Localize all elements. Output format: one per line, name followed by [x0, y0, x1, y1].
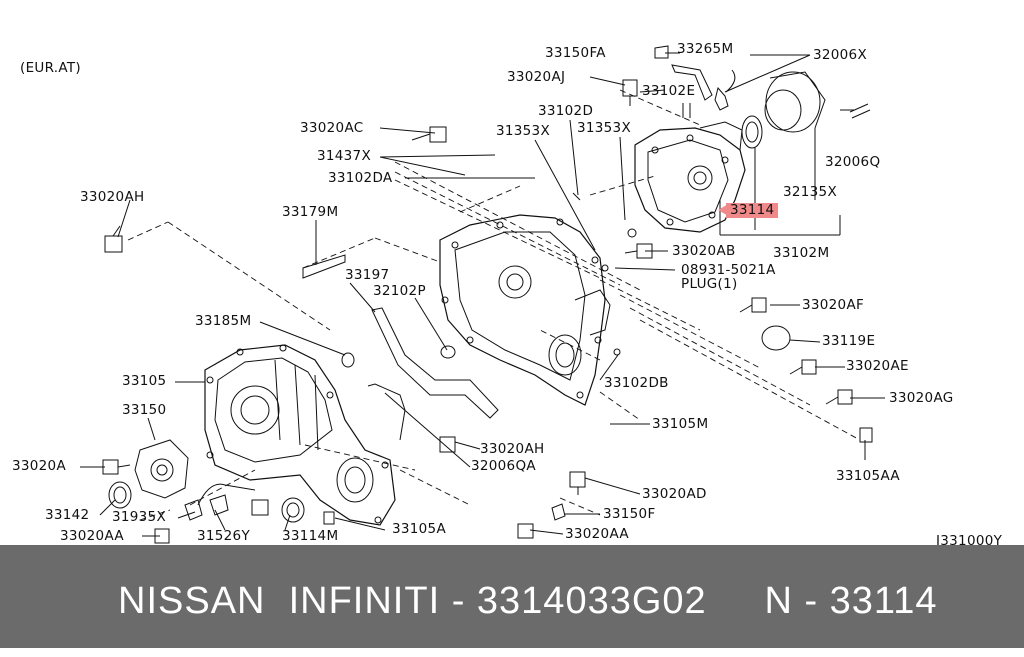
- part-label-33114-highlighted[interactable]: 33114: [726, 203, 779, 218]
- part-label-33150fa[interactable]: 33150FA: [545, 45, 606, 61]
- part-label-33102m[interactable]: 33102M: [773, 245, 830, 261]
- part-label-33020af[interactable]: 33020AF: [802, 297, 865, 313]
- part-label-33102d[interactable]: 33102D: [538, 103, 594, 119]
- part-label-08931-5021a[interactable]: 08931-5021A: [681, 262, 776, 278]
- part-number-caption: NISSAN INFINITI - 3314033G02 N - 33114: [118, 580, 938, 622]
- part-label-33020ag[interactable]: 33020AG: [889, 390, 954, 406]
- part-label-33179m[interactable]: 33179M: [282, 204, 339, 220]
- part-label-33142[interactable]: 33142: [45, 507, 90, 523]
- part-label-33197[interactable]: 33197: [345, 267, 390, 283]
- part-label-31526y[interactable]: 31526Y: [197, 528, 250, 544]
- part-label-33105aa[interactable]: 33105AA: [836, 468, 900, 484]
- part-label-33020ad[interactable]: 33020AD: [642, 486, 707, 502]
- part-label-33185m[interactable]: 33185M: [195, 313, 252, 329]
- part-label-33105m[interactable]: 33105M: [652, 416, 709, 432]
- part-label-32006q[interactable]: 32006Q: [825, 154, 881, 170]
- part-label-33150[interactable]: 33150: [122, 402, 167, 418]
- part-label-31935x[interactable]: 31935X: [112, 509, 166, 525]
- part-label-33105a[interactable]: 33105A: [392, 521, 446, 537]
- part-label-33020ah-top[interactable]: 33020AH: [80, 189, 145, 205]
- part-label-32006x[interactable]: 32006X: [813, 47, 867, 63]
- figure-code: J331000Y: [936, 533, 1003, 549]
- part-label-33020ae[interactable]: 33020AE: [846, 358, 909, 374]
- part-label-33102e[interactable]: 33102E: [642, 83, 696, 99]
- part-label-33020aa-left[interactable]: 33020AA: [60, 528, 124, 544]
- part-label-33150f[interactable]: 33150F: [603, 506, 656, 522]
- parts-diagram: (EUR.AT) J331000Y 33150FA 33265M 32006X …: [12, 41, 1002, 549]
- part-label-33102da[interactable]: 33102DA: [328, 170, 393, 186]
- footer-banner: NISSAN INFINITI - 3314033G02 N - 33114: [0, 545, 1024, 648]
- part-label-33020a[interactable]: 33020A: [12, 458, 66, 474]
- part-label-33020ac[interactable]: 33020AC: [300, 120, 364, 136]
- part-label-31353x-b[interactable]: 31353X: [577, 120, 631, 136]
- part-label-32006qa[interactable]: 32006QA: [471, 458, 536, 474]
- part-label-31353x-a[interactable]: 31353X: [496, 123, 550, 139]
- part-label-33265m[interactable]: 33265M: [677, 41, 734, 57]
- part-label-32102p[interactable]: 32102P: [373, 283, 426, 299]
- part-label-33102db[interactable]: 33102DB: [604, 375, 669, 391]
- variant-label: (EUR.AT): [20, 60, 81, 76]
- part-label-33020ab[interactable]: 33020AB: [672, 243, 736, 259]
- part-label-33119e[interactable]: 33119E: [822, 333, 876, 349]
- part-label-33020aj[interactable]: 33020AJ: [507, 69, 566, 85]
- part-label-plug: PLUG(1): [681, 276, 738, 292]
- part-label-33020aa-right[interactable]: 33020AA: [565, 526, 629, 542]
- part-label-31437x[interactable]: 31437X: [317, 148, 371, 164]
- part-label-32135x[interactable]: 32135X: [783, 184, 837, 200]
- exploded-view-drawing: [80, 45, 885, 544]
- part-label-33114m[interactable]: 33114M: [282, 528, 339, 544]
- part-label-33020ah-bottom[interactable]: 33020AH: [480, 441, 545, 457]
- part-label-33105[interactable]: 33105: [122, 373, 167, 389]
